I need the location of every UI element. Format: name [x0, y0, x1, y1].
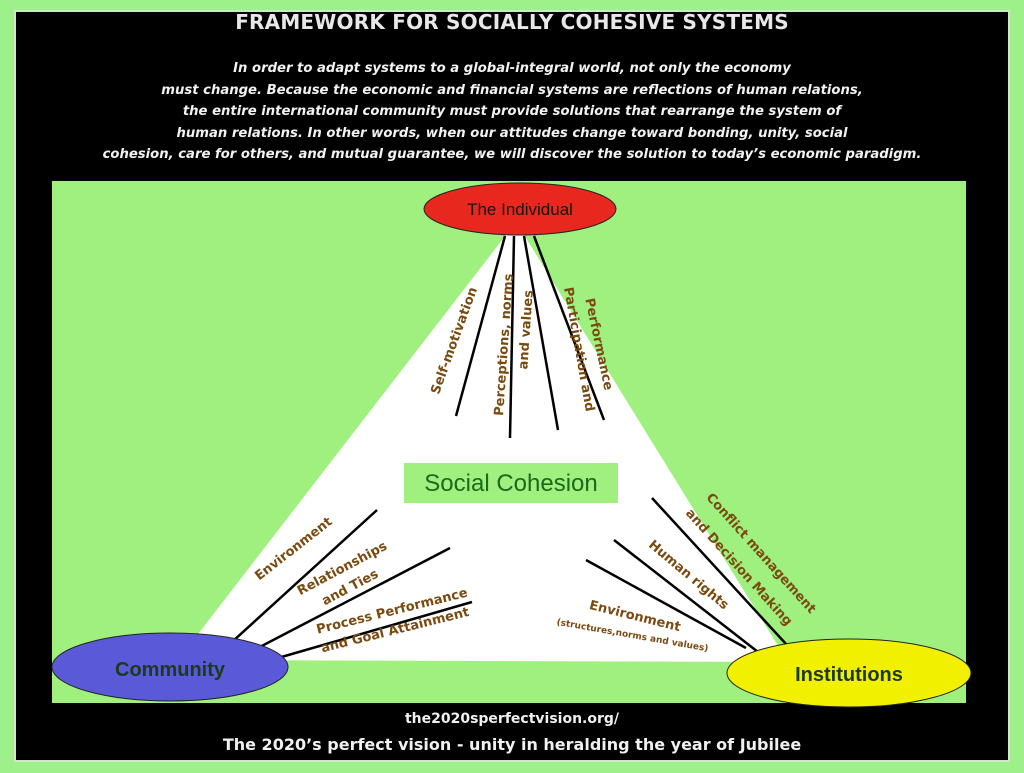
factor-line — [454, 235, 507, 417]
individual-label: The Individual — [467, 200, 573, 219]
factor-line — [585, 558, 747, 650]
factor-line — [253, 546, 451, 652]
intro-line: cohesion, care for others, and mutual gu… — [102, 147, 922, 162]
factor-line — [277, 600, 473, 660]
factor-line — [651, 497, 787, 645]
social-cohesion-box — [404, 463, 618, 503]
label-perceptions-values: and values — [516, 289, 537, 369]
page-title: FRAMEWORK FOR SOCIALLY COHESIVE SYSTEMS — [235, 10, 789, 34]
intro-paragraph: In order to adapt systems to a global-in… — [40, 58, 984, 166]
institutions-label: Institutions — [795, 664, 903, 686]
community-label: Community — [115, 659, 226, 681]
intro-line: human relations. In other words, when ou… — [176, 125, 848, 141]
factor-line — [231, 509, 378, 643]
tagline: The 2020’s perfect vision - unity in her… — [222, 735, 802, 754]
intro-line: the entire international community must … — [182, 104, 842, 119]
factor-line — [613, 539, 759, 653]
source-url: the2020sperfectvision.org/ — [404, 711, 620, 727]
intro-line: must change. Because the economic and fi… — [161, 82, 863, 98]
factor-line — [522, 235, 560, 431]
institutions-node — [726, 638, 972, 708]
factor-line — [508, 235, 516, 439]
social-cohesion-label: Social Cohesion — [424, 470, 597, 497]
community-node — [51, 632, 289, 702]
intro-line: In order to adapt systems to a global-in… — [233, 61, 791, 76]
factor-line — [532, 235, 606, 421]
individual-node — [423, 182, 617, 236]
cohesion-triangle — [178, 222, 788, 662]
